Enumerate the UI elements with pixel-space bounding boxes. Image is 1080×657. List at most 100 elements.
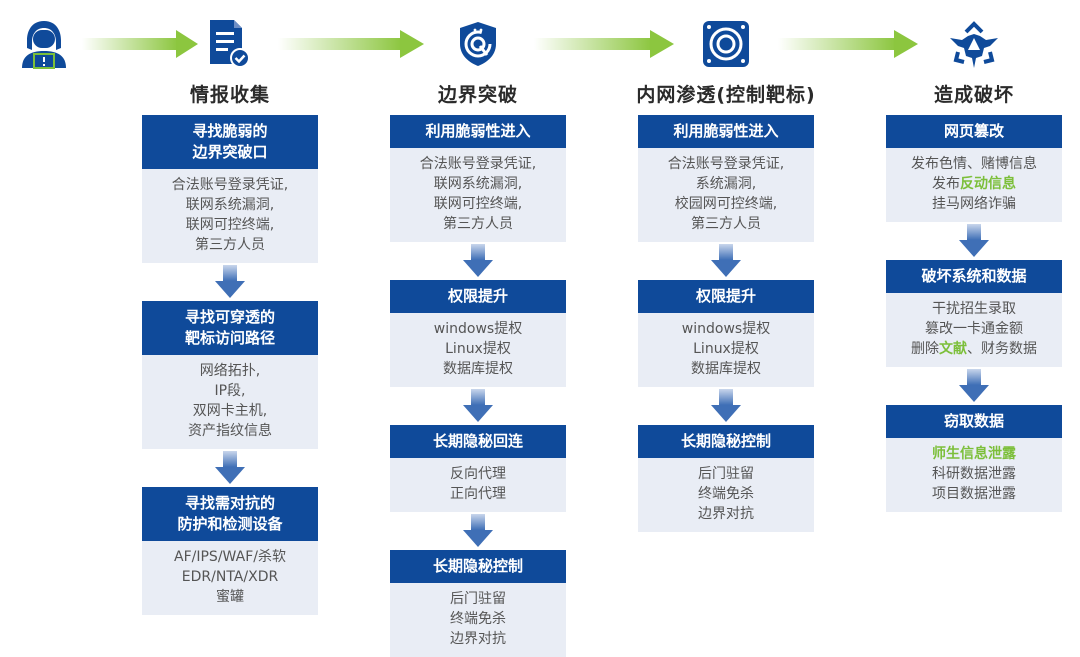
step-card-item: 终端免杀 xyxy=(642,484,810,504)
shield-target-icon xyxy=(456,20,500,68)
down-arrow-icon xyxy=(390,242,566,280)
column-intel: 寻找脆弱的边界突破口合法账号登录凭证, 联网系统漏洞, 联网可控终端, 第三方人员寻找… xyxy=(142,115,318,615)
step-card: 利用脆弱性进入合法账号登录凭证,系统漏洞,校园网可控终端,第三方人员 xyxy=(638,115,814,242)
step-card-item: AF/IPS/WAF/杀软 xyxy=(146,547,314,567)
column-breach: 利用脆弱性进入合法账号登录凭证,联网系统漏洞,联网可控终端,第三方人员权限提升 w… xyxy=(390,115,566,657)
item-text: 合法账号登录凭证, xyxy=(171,177,289,193)
item-text: windows提权 xyxy=(681,321,771,337)
step-card-title: 长期隐秘回连 xyxy=(390,425,566,458)
item-text: windows提权 xyxy=(433,321,523,337)
step-card-item: 后门驻留 xyxy=(642,464,810,484)
step-card-item: Linux提权 xyxy=(642,339,810,359)
step-card-item: 干扰招生录取 xyxy=(890,299,1058,319)
item-text: IP段, xyxy=(214,383,246,399)
step-card-title: 网页篡改 xyxy=(886,115,1062,148)
step-card-body: 师生信息泄露科研数据泄露项目数据泄露 xyxy=(886,438,1062,512)
item-text: 挂马网络诈骗 xyxy=(932,196,1016,212)
step-card: 长期隐秘控制后门驻留终端免杀边界对抗 xyxy=(390,550,566,657)
target-box-icon xyxy=(702,20,750,68)
step-card-title-line: 权限提升 xyxy=(695,287,756,305)
down-arrow-icon xyxy=(638,242,814,280)
item-text: 正向代理 xyxy=(450,486,506,502)
step-card-item: 合法账号登录凭证, xyxy=(642,154,810,174)
item-text: 联网可控终端, xyxy=(185,217,275,233)
step-card-item: 系统漏洞, xyxy=(642,174,810,194)
step-card-item: 反向代理 xyxy=(394,464,562,484)
down-arrow-icon xyxy=(886,367,1062,405)
step-card-title-line: 寻找需对抗的 xyxy=(184,494,275,512)
step-card: 权限提升 windows提权 Linux提权数据库提权 xyxy=(638,280,814,387)
step-card-title-line: 防护和检测设备 xyxy=(177,515,283,533)
step-card-item: 合法账号登录凭证, xyxy=(394,154,562,174)
step-card-item: 数据库提权 xyxy=(642,359,810,379)
step-card: 利用脆弱性进入合法账号登录凭证,联网系统漏洞,联网可控终端,第三方人员 xyxy=(390,115,566,242)
step-card-item: 联网系统漏洞, xyxy=(146,195,314,215)
step-card-body: 合法账号登录凭证,联网系统漏洞,联网可控终端,第三方人员 xyxy=(390,148,566,242)
down-arrow-icon xyxy=(638,387,814,425)
item-text: 后门驻留 xyxy=(698,466,754,482)
step-card: 长期隐秘控制后门驻留终端免杀边界对抗 xyxy=(638,425,814,532)
step-card-item: EDR/NTA/XDR xyxy=(146,567,314,587)
step-card-body: windows提权 Linux提权数据库提权 xyxy=(638,313,814,387)
stage-title-damage: 造成破坏 xyxy=(933,84,1014,106)
item-text: 系统漏洞, xyxy=(695,176,757,192)
step-card-title-line: 长期隐秘回连 xyxy=(432,432,523,450)
step-card-item: 挂马网络诈骗 xyxy=(890,194,1058,214)
highlight-text: 反动信息 xyxy=(960,176,1016,192)
step-card-item: 项目数据泄露 xyxy=(890,484,1058,504)
column-damage: 网页篡改发布色情、赌博信息发布反动信息挂马网络诈骗破坏系统和数据干扰招生录取篡改… xyxy=(886,115,1062,512)
destruction-icon xyxy=(948,20,1000,70)
step-card-title-line: 利用脆弱性进入 xyxy=(673,122,779,140)
step-card-title-line: 靶标访问路径 xyxy=(184,329,275,347)
step-card-item: 删除文献、财务数据 xyxy=(890,339,1058,359)
step-card-title: 窃取数据 xyxy=(886,405,1062,438)
item-text: 终端免杀 xyxy=(450,611,506,627)
item-text: Linux提权 xyxy=(693,341,759,357)
item-text: 合法账号登录凭证, xyxy=(419,156,537,172)
step-card-item: 联网可控终端, xyxy=(146,215,314,235)
flow-arrow-4 xyxy=(778,30,918,58)
step-card-item: 联网可控终端, xyxy=(394,194,562,214)
flow-arrow-3 xyxy=(534,30,674,58)
highlight-text: 师生信息泄露 xyxy=(932,446,1016,462)
step-card-title-line: 边界突破口 xyxy=(192,143,268,161)
highlight-text: 文献 xyxy=(939,341,967,357)
step-card-item: 第三方人员 xyxy=(642,214,810,234)
item-text: 、财务数据 xyxy=(967,341,1037,357)
item-text: 干扰招生录取 xyxy=(932,301,1016,317)
item-text: 合法账号登录凭证, xyxy=(667,156,785,172)
step-card: 破坏系统和数据干扰招生录取篡改一卡通金额删除文献、财务数据 xyxy=(886,260,1062,367)
step-card-item: 第三方人员 xyxy=(146,235,314,255)
hacker-icon xyxy=(18,18,70,70)
step-card-item: Linux提权 xyxy=(394,339,562,359)
step-card-title: 长期隐秘控制 xyxy=(390,550,566,583)
item-text: 第三方人员 xyxy=(195,237,265,253)
step-card-title: 破坏系统和数据 xyxy=(886,260,1062,293)
step-card-body: 后门驻留终端免杀边界对抗 xyxy=(390,583,566,657)
stage-title-lateral: 内网渗透(控制靶标) xyxy=(636,84,816,106)
step-card-title-line: 利用脆弱性进入 xyxy=(425,122,531,140)
step-card-item: 发布反动信息 xyxy=(890,174,1058,194)
item-text: 第三方人员 xyxy=(691,216,761,232)
item-text: 篡改一卡通金额 xyxy=(925,321,1023,337)
step-card-title-line: 权限提升 xyxy=(447,287,508,305)
step-card-item: 后门驻留 xyxy=(394,589,562,609)
stage-title-breach: 边界突破 xyxy=(437,84,518,106)
step-card-body: 合法账号登录凭证,系统漏洞,校园网可控终端,第三方人员 xyxy=(638,148,814,242)
step-card-item: 科研数据泄露 xyxy=(890,464,1058,484)
step-card: 寻找可穿透的靶标访问路径网络拓扑,IP段,双网卡主机,资产指纹信息 xyxy=(142,301,318,449)
item-text: 资产指纹信息 xyxy=(188,423,272,439)
step-card-title: 长期隐秘控制 xyxy=(638,425,814,458)
item-text: 反向代理 xyxy=(450,466,506,482)
step-card-title: 利用脆弱性进入 xyxy=(638,115,814,148)
step-card-body: 发布色情、赌博信息发布反动信息挂马网络诈骗 xyxy=(886,148,1062,222)
item-text: 边界对抗 xyxy=(698,506,754,522)
step-card-item: 网络拓扑, xyxy=(146,361,314,381)
step-card-item: 师生信息泄露 xyxy=(890,444,1058,464)
item-text: 联网可控终端, xyxy=(433,196,523,212)
step-card-title: 寻找可穿透的靶标访问路径 xyxy=(142,301,318,355)
step-card-title-line: 寻找脆弱的 xyxy=(192,122,268,140)
step-card-title-line: 窃取数据 xyxy=(943,412,1004,430)
